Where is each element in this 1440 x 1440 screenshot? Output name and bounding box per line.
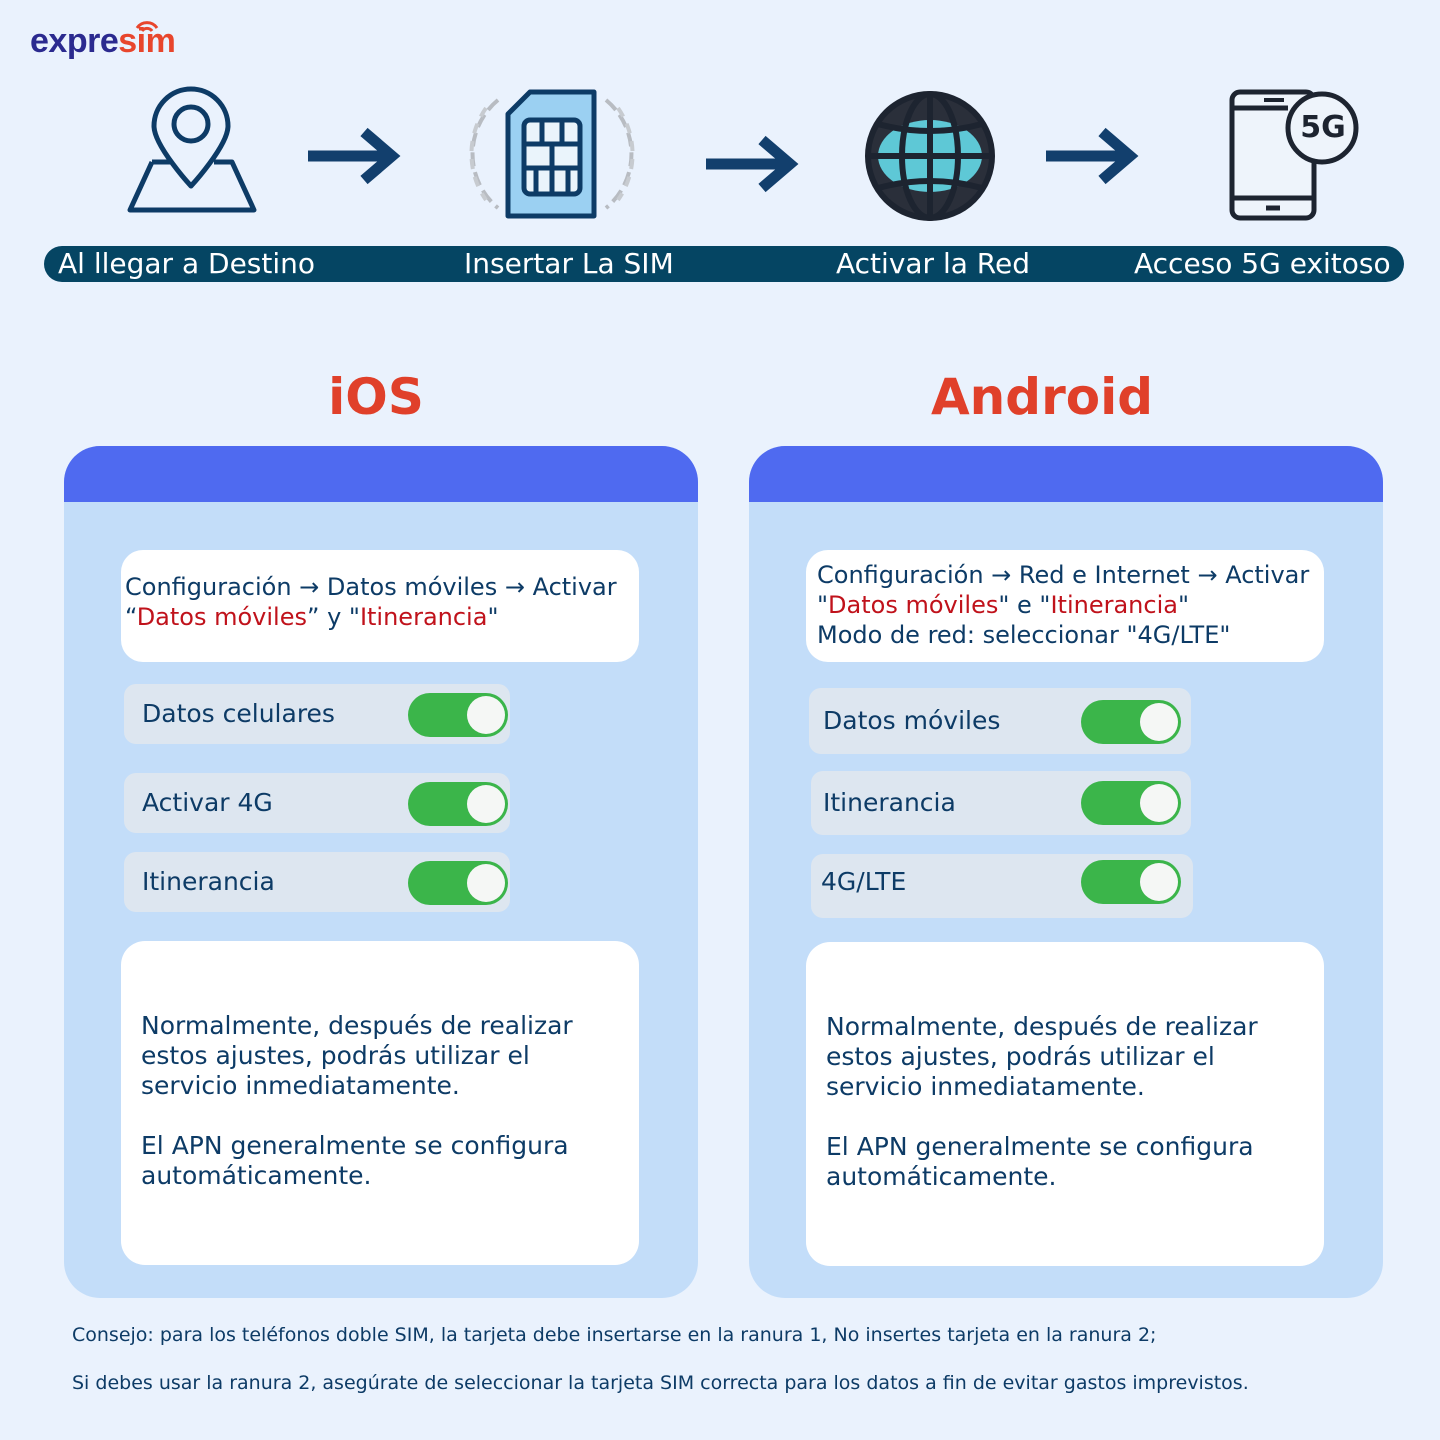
toggle-switch[interactable] [1081,781,1181,825]
instruction-line: “Datos móviles” y "Itinerancia" [125,603,499,631]
toggle-switch[interactable] [408,782,508,826]
toggle-switch[interactable] [408,693,508,737]
highlight-text: Datos móviles [828,591,999,619]
signal-icon [135,21,159,33]
step-label: Acceso 5G exitoso [1134,247,1391,280]
android-title: Android [930,368,1154,426]
step-label: Activar la Red [836,247,1030,280]
toggle-label: Itinerancia [142,867,275,896]
note-paragraph: El APN generalmente se configura automát… [141,1131,569,1190]
toggle-label: Itinerancia [823,788,956,817]
steps-banner: Al llegar a Destino Insertar La SIM Acti… [44,246,1404,282]
arrow-right-icon [706,135,799,193]
toggle-switch[interactable] [1081,700,1181,744]
instruction-line: Configuración → Red e Internet → Activar [817,561,1310,589]
toggle-row: Itinerancia [811,771,1191,835]
toggle-label: 4G/LTE [821,867,907,896]
highlight-text: Itinerancia [359,603,488,631]
note-paragraph: Normalmente, después de realizar estos a… [826,1012,1258,1101]
toggle-knob [467,864,505,902]
toggle-row: Itinerancia [124,852,510,912]
android-instructions: Configuración → Red e Internet → Activar… [806,550,1324,662]
arrow-right-icon [1046,127,1139,185]
toggle-label: Datos celulares [142,699,335,728]
highlight-text: Itinerancia [1050,591,1178,619]
instruction-line: Modo de red: seleccionar "4G/LTE" [817,621,1231,649]
toggle-row: Datos celulares [124,684,510,744]
toggle-row: 4G/LTE [811,854,1193,918]
brand-logo: expresim [30,21,176,61]
toggle-label: Datos móviles [823,706,1001,735]
toggle-label: Activar 4G [142,788,273,817]
ios-note: Normalmente, después de realizar estos a… [121,941,639,1265]
ios-panel: Configuración → Datos móviles → Activar … [64,446,698,1298]
5g-badge: 5G [1300,110,1346,145]
tip-line: Consejo: para los teléfonos doble SIM, l… [72,1324,1157,1346]
toggle-row: Activar 4G [124,773,510,833]
instruction-line: "Datos móviles" e "Itinerancia" [817,591,1189,619]
sim-card-icon [469,89,635,219]
step-label: Insertar La SIM [464,247,674,280]
tip-line: Si debes usar la ranura 2, asegúrate de … [72,1372,1249,1394]
step-label: Al llegar a Destino [58,247,316,280]
brand-name-part1: expre [30,22,119,60]
panel-header [749,446,1383,502]
instruction-line: Configuración → Datos móviles → Activar [125,573,617,601]
note-paragraph: El APN generalmente se configura automát… [826,1132,1254,1191]
map-pin-icon [127,86,257,213]
highlight-text: Datos móviles [136,603,307,631]
toggle-knob [467,785,505,823]
toggle-knob [1140,863,1178,901]
android-panel: Configuración → Red e Internet → Activar… [749,446,1383,1298]
ios-title: iOS [328,368,424,426]
toggle-row: Datos móviles [809,688,1191,754]
arrow-right-icon [308,127,401,185]
globe-icon [865,91,995,221]
toggle-switch[interactable] [1081,860,1181,904]
android-note: Normalmente, después de realizar estos a… [806,942,1324,1266]
ios-instructions: Configuración → Datos móviles → Activar … [121,550,639,662]
phone-5g-icon: 5G [1228,88,1362,222]
toggle-knob [467,696,505,734]
toggle-knob [1140,784,1178,822]
toggle-knob [1140,703,1178,741]
toggle-switch[interactable] [408,861,508,905]
note-paragraph: Normalmente, después de realizar estos a… [141,1011,573,1100]
panel-header [64,446,698,502]
